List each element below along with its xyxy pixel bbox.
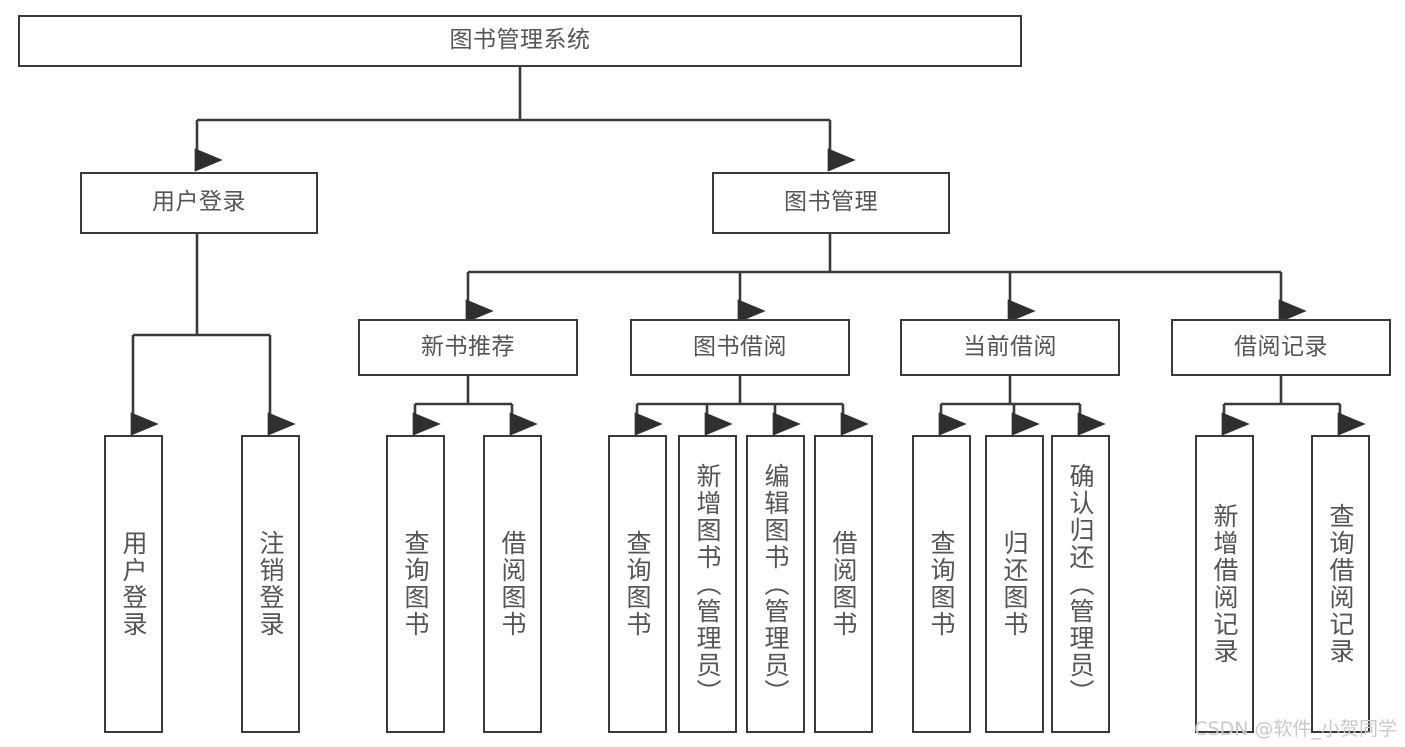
leaf-add-book-admin[interactable]: 新增图书（管理员）	[678, 435, 737, 733]
node-root-label: 图书管理系统	[449, 27, 591, 54]
leaf-user-login[interactable]: 用户登录	[104, 435, 163, 733]
node-borrow-record[interactable]: 借阅记录	[1171, 319, 1391, 376]
leaf-query-books-newbook-label: 查询图书	[401, 530, 430, 638]
leaf-query-books-current[interactable]: 查询图书	[912, 435, 971, 733]
leaf-user-login-label: 用户登录	[119, 530, 148, 638]
leaf-borrow-books-newbook[interactable]: 借阅图书	[483, 435, 542, 733]
leaf-borrow-books-borrow-label: 借阅图书	[829, 530, 858, 638]
node-current-borrow[interactable]: 当前借阅	[900, 319, 1120, 376]
leaf-query-books-borrow[interactable]: 查询图书	[608, 435, 667, 733]
node-user-login-label: 用户登录	[152, 189, 246, 216]
leaf-edit-book-admin-label: 编辑图书（管理员）	[761, 462, 790, 706]
node-book-management-label: 图书管理	[784, 189, 878, 216]
leaf-confirm-return-admin[interactable]: 确认归还（管理员）	[1051, 435, 1110, 733]
leaf-logout[interactable]: 注销登录	[241, 435, 300, 733]
node-current-borrow-label: 当前借阅	[963, 333, 1057, 360]
leaf-logout-label: 注销登录	[256, 530, 285, 638]
leaf-query-borrow-record-label: 查询借阅记录	[1326, 503, 1355, 665]
leaf-confirm-return-admin-label: 确认归还（管理员）	[1066, 462, 1095, 706]
leaf-add-borrow-record[interactable]: 新增借阅记录	[1195, 435, 1254, 733]
node-user-login[interactable]: 用户登录	[80, 172, 318, 234]
leaf-return-books[interactable]: 归还图书	[985, 435, 1044, 733]
leaf-add-borrow-record-label: 新增借阅记录	[1210, 503, 1239, 665]
node-book-borrow-label: 图书借阅	[693, 333, 787, 360]
leaf-borrow-books-newbook-label: 借阅图书	[498, 530, 527, 638]
leaf-query-books-newbook[interactable]: 查询图书	[386, 435, 445, 733]
node-new-book-recommend-label: 新书推荐	[421, 333, 515, 360]
leaf-edit-book-admin[interactable]: 编辑图书（管理员）	[746, 435, 805, 733]
leaf-query-books-current-label: 查询图书	[927, 530, 956, 638]
node-book-borrow[interactable]: 图书借阅	[630, 319, 850, 376]
leaf-query-books-borrow-label: 查询图书	[623, 530, 652, 638]
leaf-borrow-books-borrow[interactable]: 借阅图书	[814, 435, 873, 733]
csdn-watermark: CSDN @软件_小贺同学	[1194, 718, 1397, 740]
leaf-add-book-admin-label: 新增图书（管理员）	[693, 462, 722, 706]
leaf-return-books-label: 归还图书	[1000, 530, 1029, 638]
node-book-management[interactable]: 图书管理	[712, 172, 950, 234]
node-new-book-recommend[interactable]: 新书推荐	[358, 319, 578, 376]
node-root[interactable]: 图书管理系统	[18, 15, 1022, 67]
leaf-query-borrow-record[interactable]: 查询借阅记录	[1311, 435, 1370, 733]
node-borrow-record-label: 借阅记录	[1234, 333, 1328, 360]
